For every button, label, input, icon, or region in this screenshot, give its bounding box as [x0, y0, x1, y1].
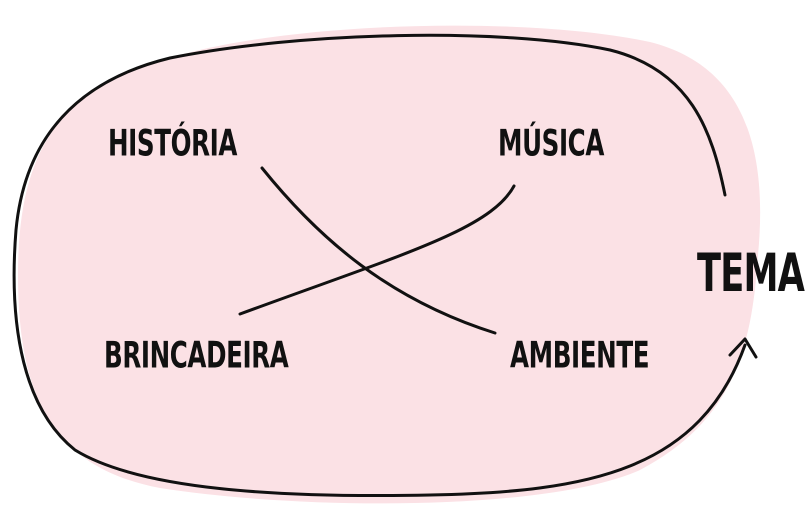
- node-tema-label: TEMA: [697, 243, 805, 305]
- node-brincadeira-label: BRINCADEIRA: [104, 334, 289, 378]
- node-musica-label: MÚSICA: [498, 122, 604, 166]
- connector-historia-ambiente: [260, 166, 497, 335]
- background-blob: [18, 25, 761, 504]
- loop-outline: [12, 33, 747, 498]
- node-ambiente-label: AMBIENTE: [510, 334, 650, 378]
- arrowhead-icon: [728, 337, 758, 359]
- connector-musica-brincadeira: [238, 184, 516, 316]
- node-historia-label: HISTÓRIA: [108, 122, 238, 166]
